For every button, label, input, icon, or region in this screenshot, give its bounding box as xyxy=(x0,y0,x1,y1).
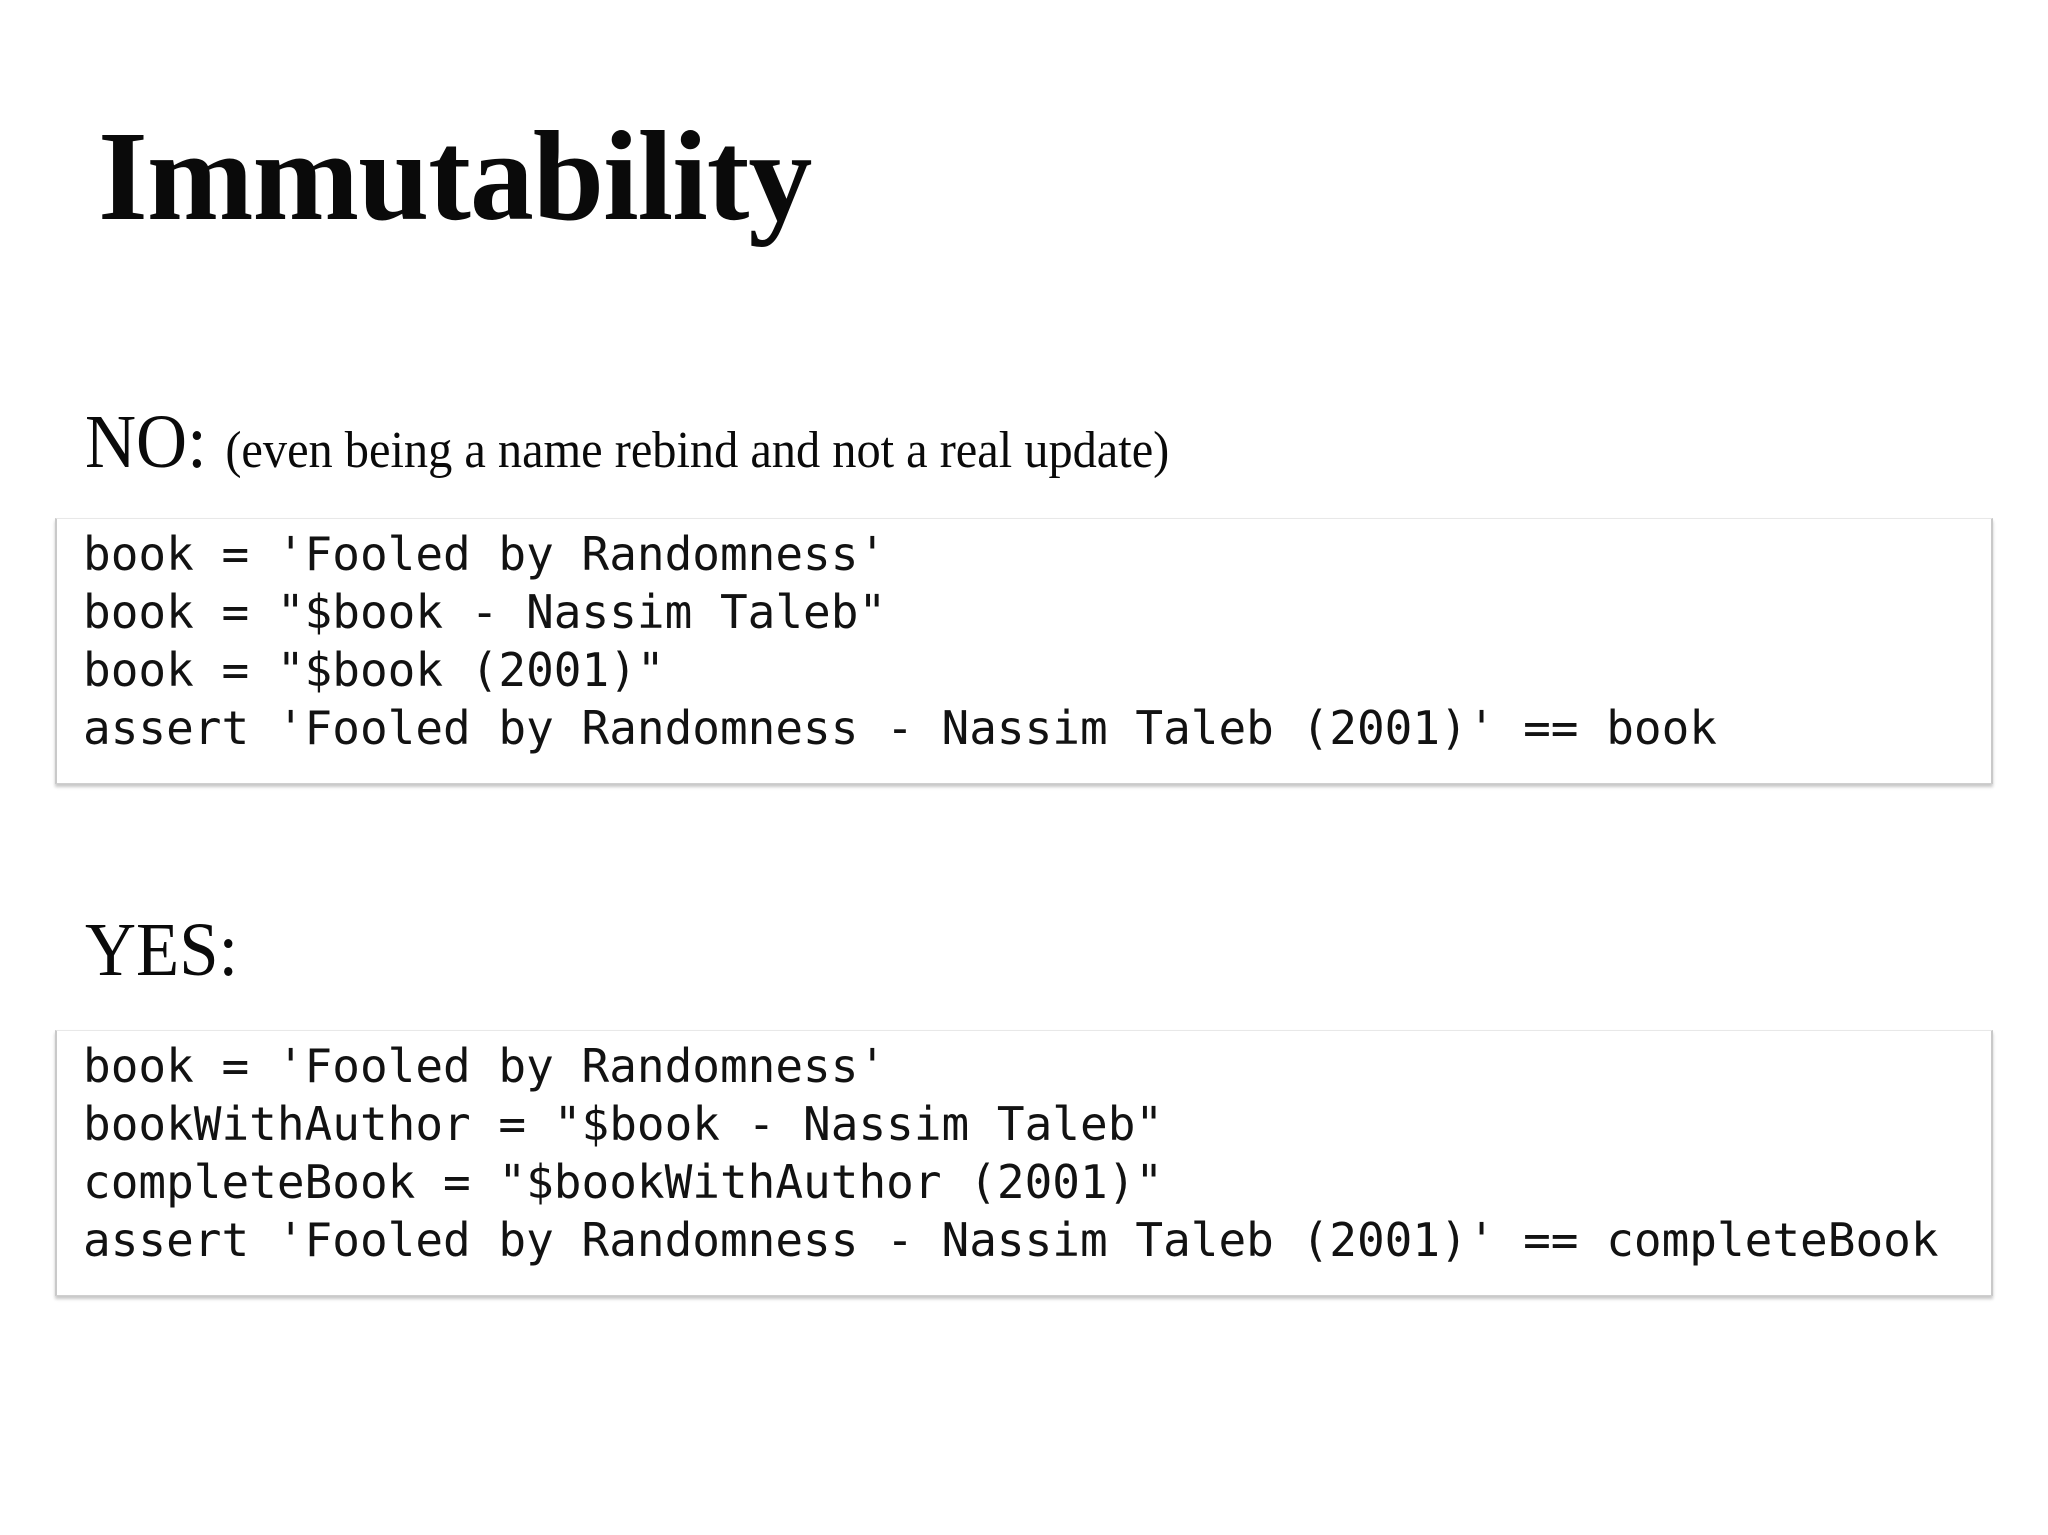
code-line: book = 'Fooled by Randomness' xyxy=(83,1039,887,1093)
code-line: assert 'Fooled by Randomness - Nassim Ta… xyxy=(83,1213,1939,1267)
code-line: assert 'Fooled by Randomness - Nassim Ta… xyxy=(83,701,1717,755)
section-yes-label: YES: xyxy=(85,908,239,992)
section-no-header: NO: (even being a name rebind and not a … xyxy=(85,404,1169,480)
section-no-label: NO: xyxy=(85,400,207,484)
code-card-yes: book = 'Fooled by Randomness' bookWithAu… xyxy=(55,1030,1993,1296)
code-line: book = "$book - Nassim Taleb" xyxy=(83,585,887,639)
code-line: completeBook = "$bookWithAuthor (2001)" xyxy=(83,1155,1164,1209)
code-line: book = 'Fooled by Randomness' xyxy=(83,527,887,581)
section-yes-header: YES: xyxy=(85,912,253,988)
slide-title: Immutability xyxy=(98,105,812,247)
code-line: bookWithAuthor = "$book - Nassim Taleb" xyxy=(83,1097,1164,1151)
code-line: book = "$book (2001)" xyxy=(83,643,665,697)
section-no-note: (even being a name rebind and not a real… xyxy=(225,422,1170,479)
code-card-no: book = 'Fooled by Randomness' book = "$b… xyxy=(55,518,1993,784)
